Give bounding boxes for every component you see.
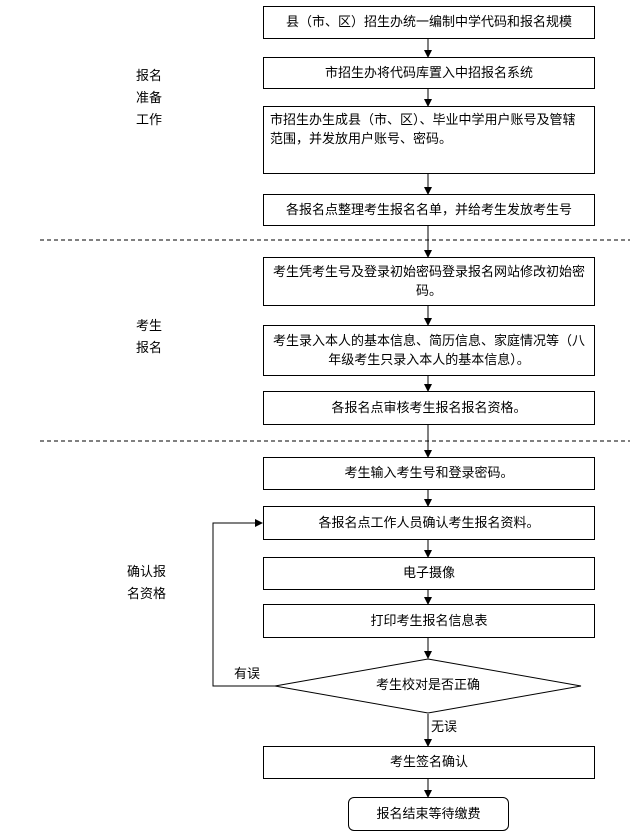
edge-label-error: 有误 [234, 667, 261, 682]
process-step-11: 打印考生报名信息表 [263, 604, 595, 638]
process-step-2: 市招生办将代码库置入中招报名系统 [263, 57, 595, 89]
process-step-8: 考生输入考生号和登录密码。 [263, 457, 595, 490]
edge-label-ok: 无误 [431, 720, 458, 735]
process-step-10: 电子摄像 [263, 557, 595, 590]
process-step-1: 县（市、区）招生办统一编制中学代码和报名规模 [263, 6, 595, 39]
decision-label: 考生校对是否正确 [375, 678, 480, 693]
process-step-7: 各报名点审核考生报名报名资格。 [263, 391, 595, 425]
process-step-6: 考生录入本人的基本信息、简历信息、家庭情况等（八年级考生只录入本人的基本信息）。 [263, 325, 595, 376]
section-label-register: 考生 报名 [136, 319, 163, 356]
feedback-loop [212, 519, 275, 687]
decision-diamond [274, 658, 582, 714]
section-label-confirm: 确认报 名资格 [127, 565, 167, 602]
process-step-12: 考生签名确认 [263, 746, 595, 779]
process-step-3: 市招生办生成县（市、区）、毕业中学用户账号及管辖范围，并发放用户账号、密码。 [263, 106, 595, 174]
process-step-9: 各报名点工作人员确认考生报名资料。 [263, 506, 595, 540]
process-step-5: 考生凭考生号及登录初始密码登录报名网站修改初始密码。 [263, 257, 595, 306]
process-step-4: 各报名点整理考生报名名单，并给考生发放考生号 [263, 194, 595, 226]
section-label-prep: 报名 准备 工作 [136, 69, 163, 128]
end-terminal: 报名结束等待缴费 [348, 797, 509, 831]
